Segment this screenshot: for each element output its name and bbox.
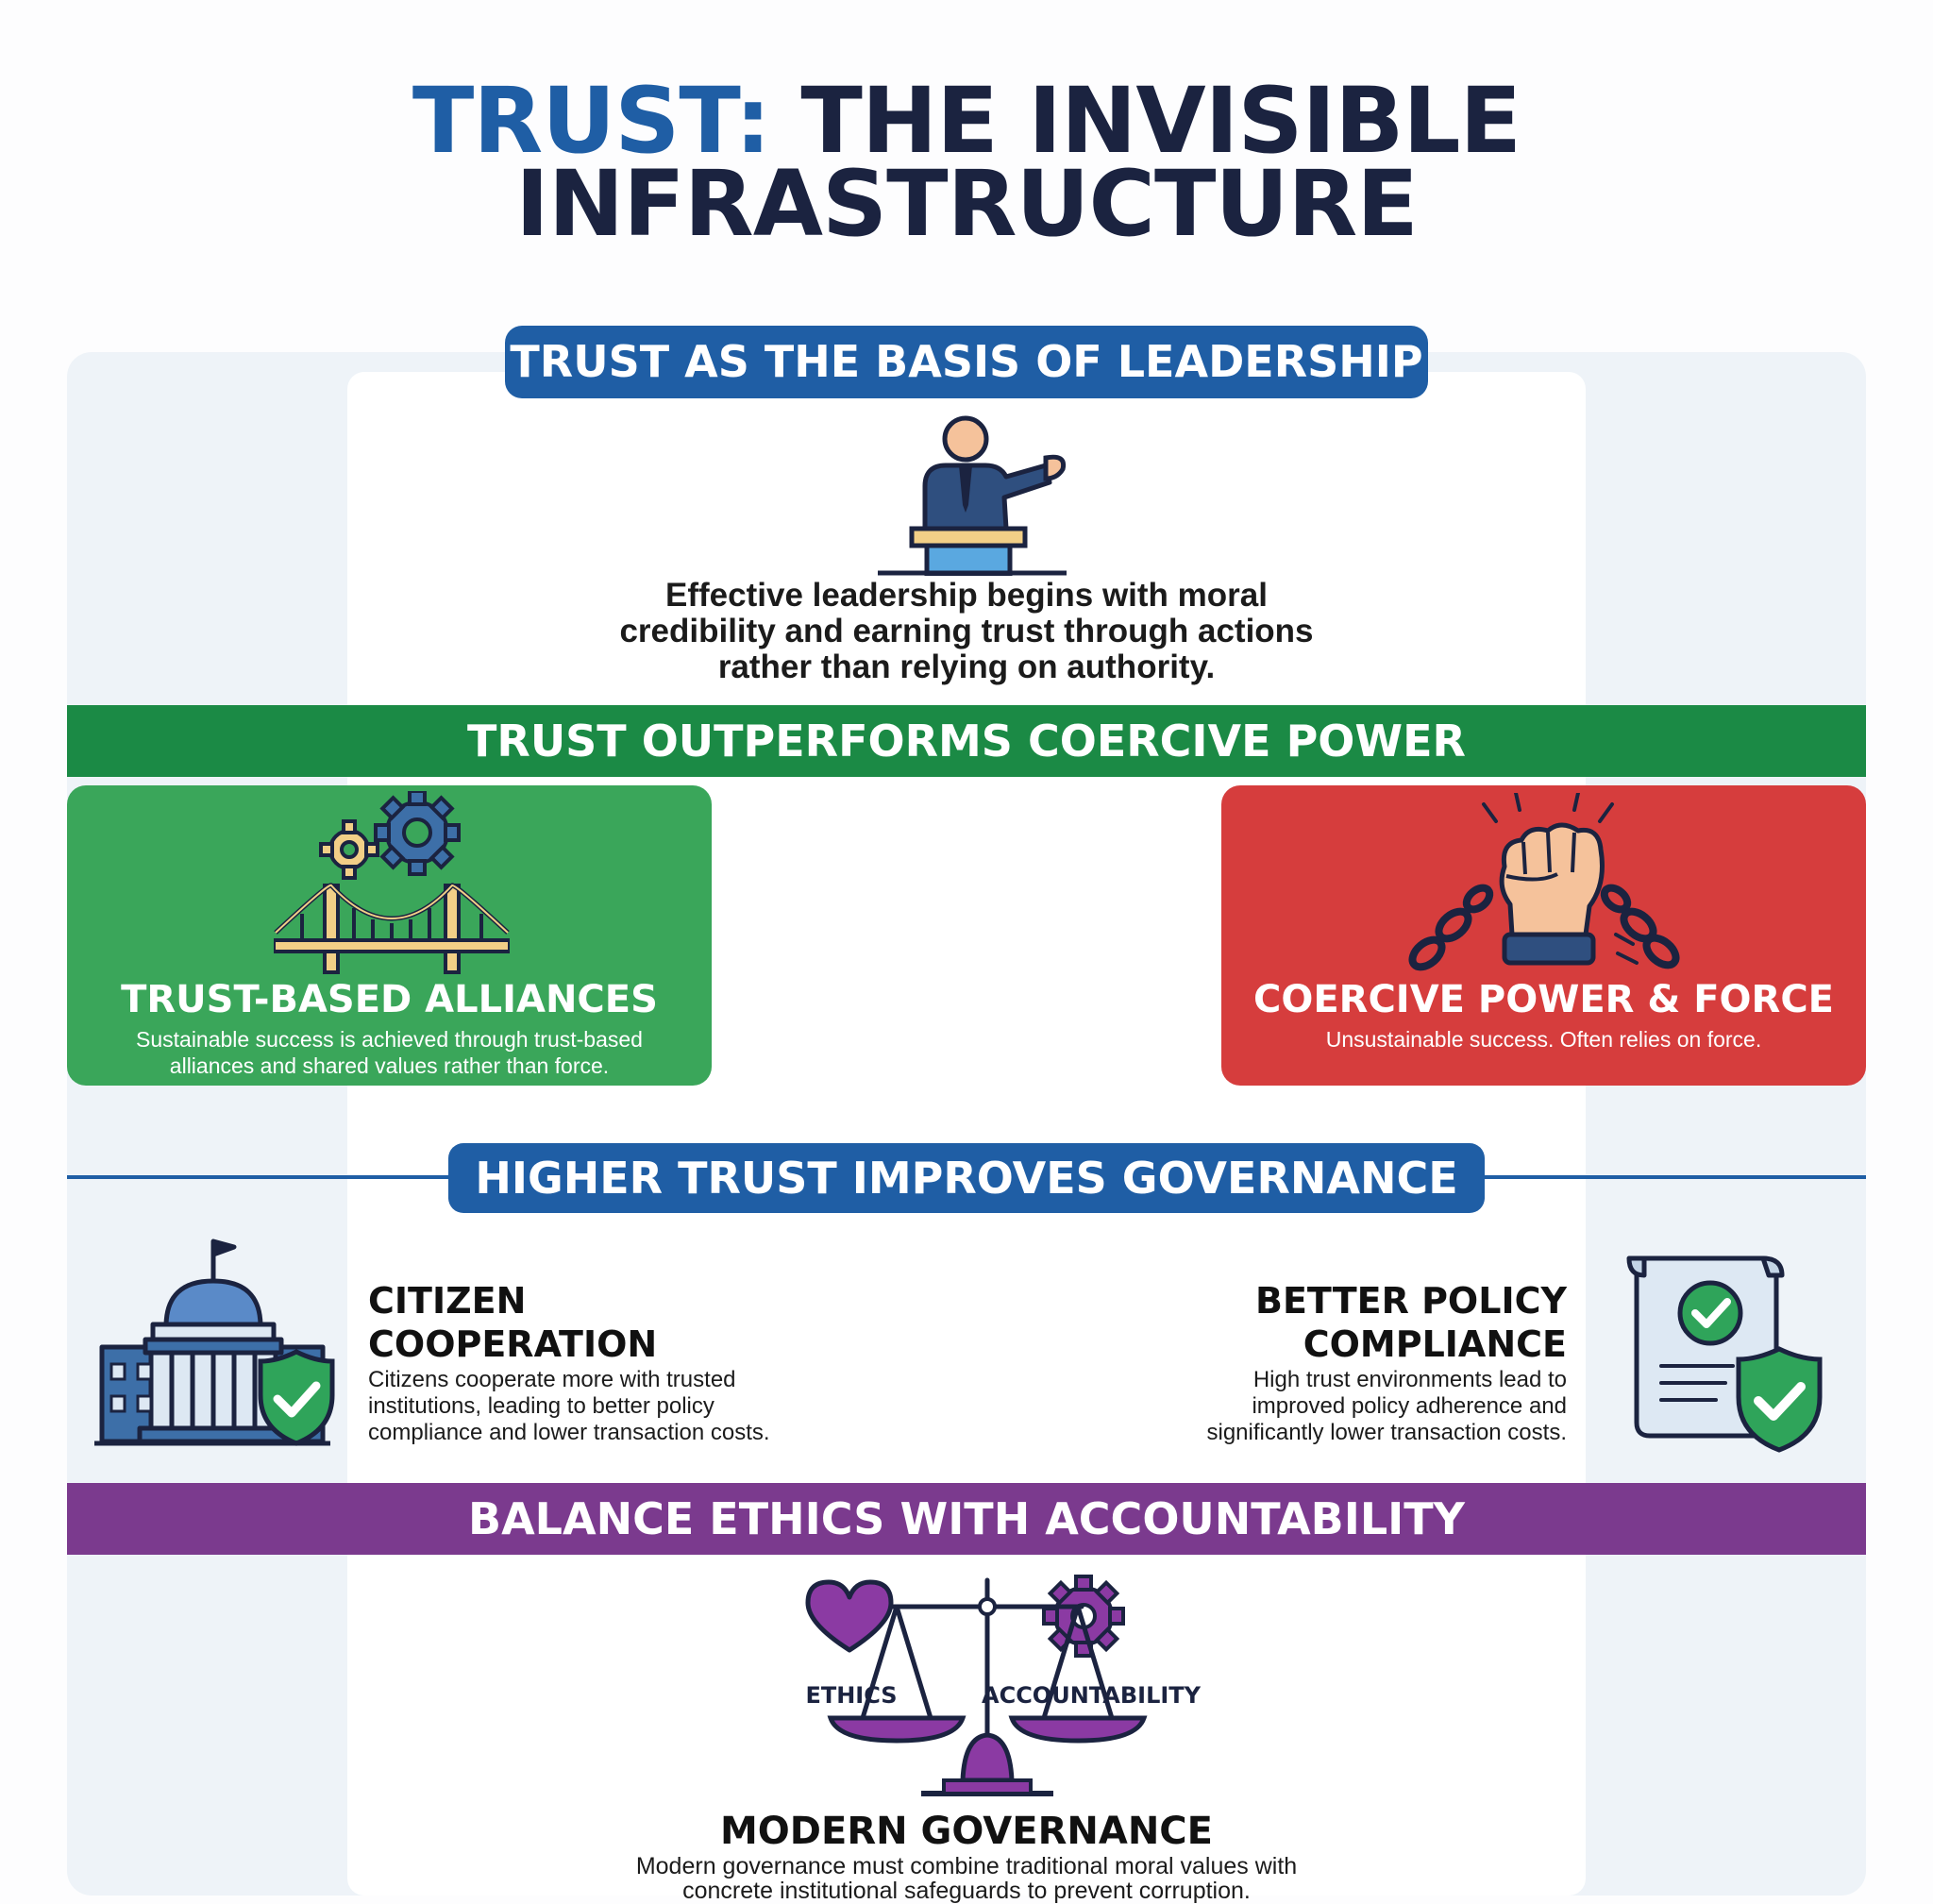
gears-bridge-icon	[274, 791, 510, 974]
scale-label-accountability: ACCOUNTABILITY	[982, 1682, 1202, 1709]
shield-check-icon	[1736, 1346, 1823, 1453]
leader-at-podium-icon	[878, 415, 1067, 576]
title-line: CITIZEN	[368, 1280, 527, 1322]
citizen-cooperation-desc: Citizens cooperate more with trusted ins…	[368, 1367, 770, 1446]
modern-governance-desc: Modern governance must combine tradition…	[0, 1854, 1933, 1903]
coercive-power-title: COERCIVE POWER & FORCE	[1252, 978, 1835, 1021]
title-line: COMPLIANCE	[1303, 1323, 1567, 1365]
policy-compliance-title: BETTER POLICY COMPLIANCE	[1095, 1279, 1567, 1366]
shield-check-icon	[258, 1349, 335, 1446]
desc-line: improved policy adherence and	[1252, 1393, 1567, 1419]
desc-line: concrete institutional safeguards to pre…	[682, 1878, 1251, 1904]
desc-line: High trust environments lead to	[1252, 1367, 1567, 1392]
gears-icon	[319, 791, 461, 880]
bridge-icon	[274, 883, 510, 974]
leadership-desc-line: Effective leadership begins with moral	[665, 577, 1268, 614]
trust-alliances-desc: Sustainable success is achieved through …	[67, 1026, 712, 1079]
coercive-power-desc: Unsustainable success. Often relies on f…	[1221, 1026, 1866, 1053]
desc-line: alliances and shared values rather than …	[169, 1053, 610, 1078]
desc-line: Citizens cooperate more with trusted	[368, 1367, 736, 1392]
citizen-cooperation-title: CITIZEN COOPERATION	[368, 1279, 657, 1366]
title-line: COOPERATION	[368, 1323, 658, 1365]
title-line: BETTER POLICY	[1255, 1280, 1567, 1322]
page-title: TRUST: THE INVISIBLE	[0, 76, 1933, 166]
desc-line: Sustainable success is achieved through …	[136, 1027, 643, 1052]
title-accent: TRUST:	[412, 68, 771, 174]
leadership-desc-line: credibility and earning trust through ac…	[619, 613, 1314, 649]
section-ethics-label: BALANCE ETHICS WITH ACCOUNTABILITY	[67, 1483, 1866, 1555]
balance-scale-icon	[805, 1575, 1148, 1796]
section-coercive-label: TRUST OUTPERFORMS COERCIVE POWER	[67, 705, 1866, 777]
desc-line: Modern governance must combine tradition…	[635, 1853, 1298, 1879]
desc-line: institutions, leading to better policy	[368, 1393, 714, 1419]
leadership-description: Effective leadership begins with moral c…	[472, 578, 1461, 685]
heart-icon	[805, 1579, 894, 1653]
gear-icon	[1042, 1575, 1125, 1658]
title-line1: THE INVISIBLE	[770, 68, 1521, 174]
section-leadership-label: TRUST AS THE BASIS OF LEADERSHIP	[505, 326, 1428, 398]
leadership-desc-line: rather than relying on authority.	[717, 649, 1216, 685]
modern-governance-title: MODERN GOVERNANCE	[720, 1810, 1213, 1853]
desc-line: significantly lower transaction costs.	[1206, 1420, 1568, 1445]
policy-compliance-desc: High trust environments lead to improved…	[1095, 1367, 1568, 1446]
desc-line: compliance and lower transaction costs.	[368, 1420, 770, 1445]
broken-chain-fist-icon	[1408, 793, 1680, 971]
page-title-line2: INFRASTRUCTURE	[515, 151, 1419, 257]
panel-inner	[347, 372, 1586, 1896]
trust-alliances-title: TRUST-BASED ALLIANCES	[121, 978, 658, 1021]
section-governance-label: HIGHER TRUST IMPROVES GOVERNANCE	[448, 1143, 1485, 1213]
scale-label-ethics: ETHICS	[805, 1682, 898, 1709]
desc-line: Unsustainable success. Often relies on f…	[1325, 1027, 1762, 1052]
